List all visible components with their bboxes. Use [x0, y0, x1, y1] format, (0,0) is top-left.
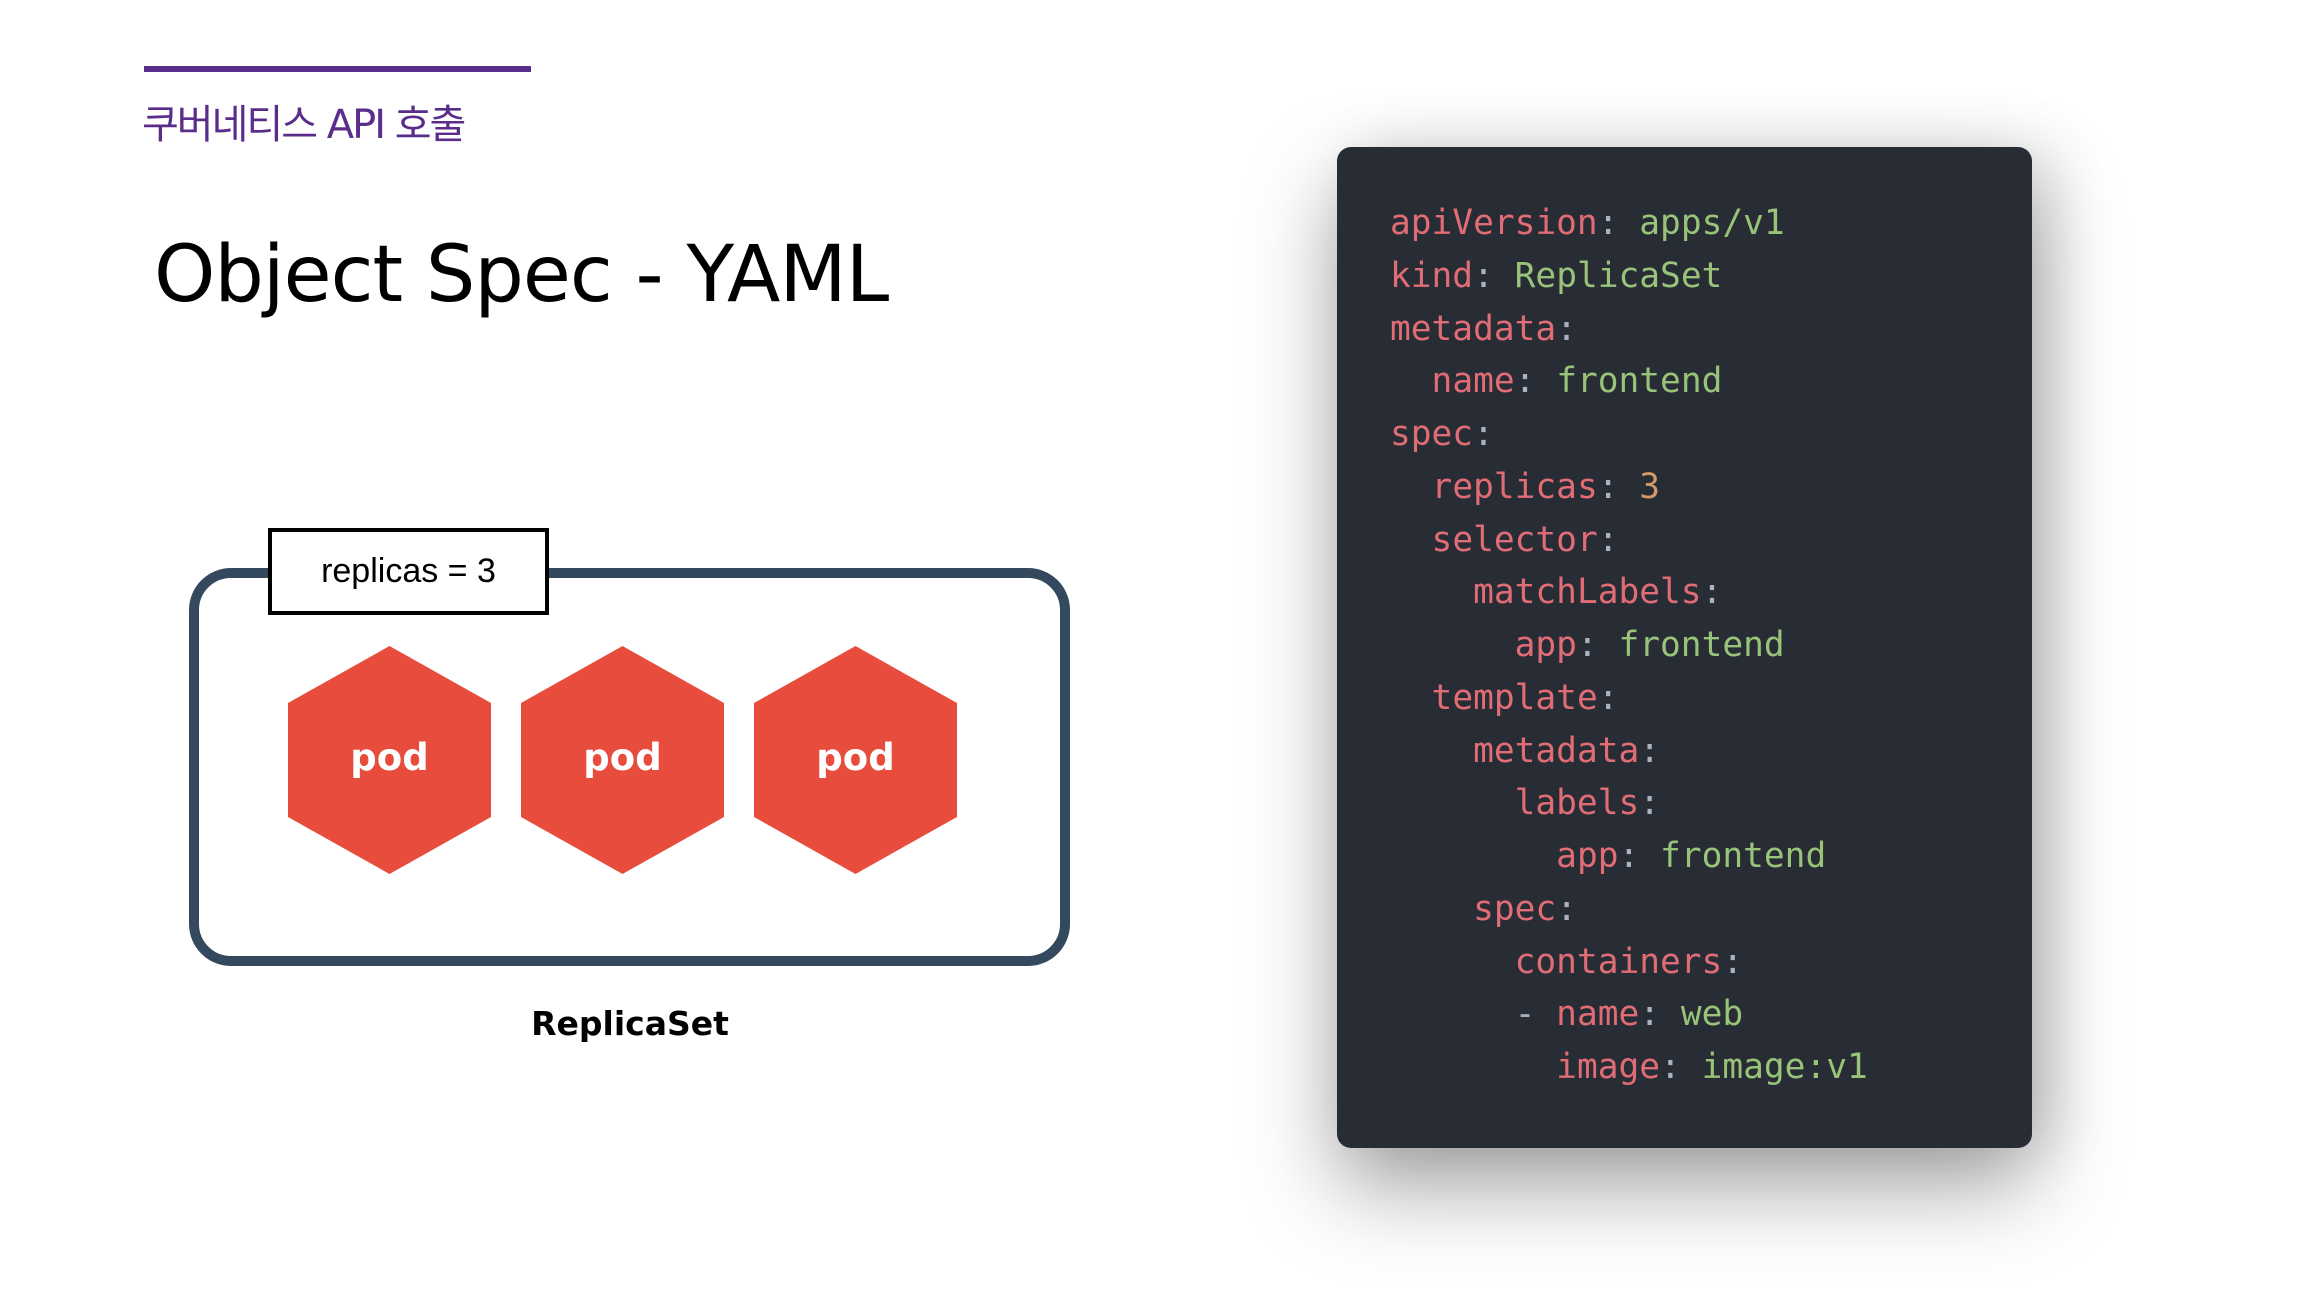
code-colon: : [1514, 361, 1536, 402]
code-indent [1390, 1047, 1556, 1087]
code-colon: : [1639, 730, 1661, 771]
code-line: replicas: 3 [1390, 461, 1868, 514]
code-colon: : [1660, 1047, 1681, 1087]
code-value: image:v1 [1701, 1047, 1868, 1087]
code-line: metadata: [1390, 725, 1868, 778]
replicas-label: replicas = 3 [321, 552, 496, 590]
code-colon: : [1701, 572, 1723, 613]
code-value: frontend [1556, 361, 1723, 402]
code-colon: : [1597, 466, 1619, 507]
code-line: spec: [1390, 883, 1868, 936]
pod-label: pod [583, 735, 662, 779]
replicas-label-box: replicas = 3 [268, 528, 549, 615]
replicaset-caption: ReplicaSet [531, 1004, 729, 1043]
code-colon: : [1597, 677, 1619, 718]
code-line: selector: [1390, 514, 1868, 567]
code-colon: : [1597, 519, 1619, 560]
code-indent [1390, 836, 1556, 876]
code-value: ReplicaSet [1514, 255, 1723, 296]
code-indent [1390, 731, 1473, 771]
code-colon: : [1556, 888, 1577, 929]
code-colon: : [1597, 203, 1619, 243]
code-line: kind: ReplicaSet [1390, 250, 1868, 303]
code-colon: : [1473, 255, 1494, 296]
code-key: metadata [1473, 730, 1640, 771]
code-colon: : [1556, 308, 1577, 349]
code-line: matchLabels: [1390, 566, 1868, 619]
code-value: web [1680, 994, 1744, 1035]
code-line: - name: web [1390, 988, 1868, 1041]
code-line: template: [1390, 672, 1868, 725]
pod-label: pod [816, 735, 895, 779]
code-indent [1390, 783, 1515, 823]
code-colon: : [1639, 994, 1661, 1035]
code-indent [1390, 889, 1473, 929]
code-line: metadata: [1390, 303, 1868, 356]
code-key: name [1431, 361, 1515, 402]
code-key: template [1431, 677, 1598, 718]
code-key: app [1556, 836, 1619, 876]
code-key: kind [1390, 255, 1474, 296]
code-key: metadata [1390, 308, 1557, 349]
code-line: app: frontend [1390, 830, 1868, 883]
code-value: frontend [1618, 625, 1785, 665]
code-key: labels [1514, 783, 1640, 824]
code-line: labels: [1390, 777, 1868, 830]
code-key: name [1556, 994, 1640, 1035]
code-line: app: frontend [1390, 619, 1868, 672]
code-key: image [1556, 1047, 1661, 1087]
code-colon: : [1639, 783, 1661, 824]
code-colon: : [1618, 836, 1640, 876]
code-key: replicas [1431, 466, 1598, 507]
code-line: image: image:v1 [1390, 1041, 1868, 1094]
code-line: containers: [1390, 936, 1868, 989]
code-indent [1390, 625, 1515, 665]
code-list-dash: - [1514, 994, 1557, 1035]
slide-title: Object Spec - YAML [154, 230, 889, 320]
code-value: 3 [1639, 466, 1661, 507]
code-key: spec [1473, 888, 1557, 929]
code-key: app [1514, 625, 1577, 665]
code-key: containers [1514, 941, 1723, 982]
code-line: name: frontend [1390, 355, 1868, 408]
section-label: 쿠버네티스 API 호출 [142, 102, 466, 148]
code-colon: : [1576, 625, 1598, 665]
code-line: spec: [1390, 408, 1868, 461]
code-colon: : [1722, 941, 1744, 982]
code-key: selector [1431, 519, 1598, 560]
code-key: matchLabels [1473, 572, 1702, 613]
pod-label: pod [350, 735, 429, 779]
code-indent [1390, 361, 1432, 401]
code-key: apiVersion [1390, 203, 1598, 243]
code-indent [1390, 994, 1515, 1034]
code-indent [1390, 942, 1515, 982]
accent-bar [144, 66, 531, 72]
code-indent [1390, 572, 1473, 612]
code-line: apiVersion: apps/v1 [1390, 197, 1868, 250]
code-value: apps/v1 [1639, 203, 1785, 243]
code-indent [1390, 678, 1432, 718]
code-indent [1390, 520, 1432, 560]
pod-hexagon: pod [288, 646, 491, 874]
code-value: frontend [1660, 836, 1827, 876]
code-colon: : [1473, 414, 1494, 454]
code-indent [1390, 467, 1432, 507]
code-key: spec [1390, 414, 1474, 454]
